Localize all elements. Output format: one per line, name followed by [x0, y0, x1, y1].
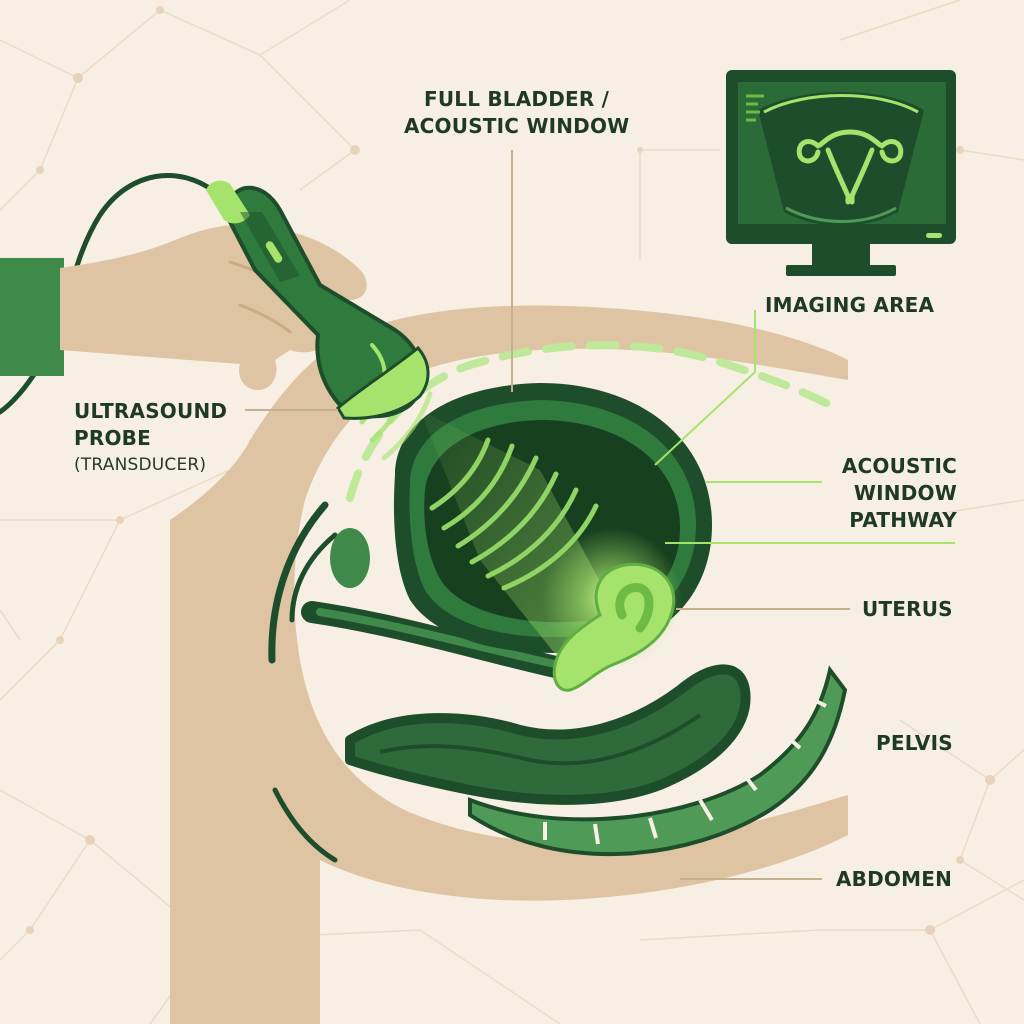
- label-ultrasound-probe: ULTRASOUND PROBE (TRANSDUCER): [74, 398, 227, 479]
- label-probe-line3: (TRANSDUCER): [74, 455, 207, 475]
- label-uterus-line1: UTERUS: [862, 597, 953, 621]
- probe-cable: [0, 173, 218, 415]
- perineum-line: [272, 787, 338, 863]
- label-pathway-line3: PATHWAY: [849, 508, 957, 532]
- label-pathway-line2: WINDOW: [853, 481, 957, 505]
- label-probe-line1: ULTRASOUND: [74, 399, 228, 423]
- label-probe-line2: PROBE: [74, 426, 151, 450]
- label-imaging-area: IMAGING AREA: [765, 292, 934, 319]
- label-pathway-line1: ACOUSTIC: [841, 454, 957, 478]
- label-abdomen: ABDOMEN: [836, 866, 952, 893]
- pubic-bone: [330, 528, 370, 588]
- label-acoustic-window-pathway: ACOUSTIC WINDOW PATHWAY: [800, 453, 957, 534]
- spine: [468, 665, 848, 857]
- sleeve: [0, 258, 64, 376]
- ultrasound-probe-icon: [206, 180, 430, 420]
- label-full-bladder: FULL BLADDER / ACOUSTIC WINDOW: [404, 86, 629, 140]
- uterus-icon: [796, 129, 904, 205]
- leader-lines: [245, 150, 955, 880]
- screen-menu-icon: [746, 94, 764, 122]
- label-uterus: UTERUS: [862, 596, 953, 623]
- uterus-inner: [615, 583, 654, 633]
- label-pelvis: PELVIS: [876, 730, 953, 757]
- label-pelvis-line1: PELVIS: [876, 731, 953, 755]
- bowel-inner: [379, 713, 702, 766]
- bowel: [345, 664, 751, 805]
- label-imaging-area-line1: IMAGING AREA: [765, 293, 935, 317]
- label-abdomen-line1: ABDOMEN: [836, 867, 953, 891]
- ultrasound-monitor-icon: [726, 70, 956, 276]
- front-fold-inner: [289, 532, 338, 623]
- label-full-bladder-line1: FULL BLADDER /: [424, 87, 610, 111]
- label-full-bladder-line2: ACOUSTIC WINDOW: [404, 114, 630, 138]
- vaginal-canal-inner: [316, 608, 559, 668]
- spine-segments: [543, 694, 827, 845]
- front-fold: [268, 501, 329, 664]
